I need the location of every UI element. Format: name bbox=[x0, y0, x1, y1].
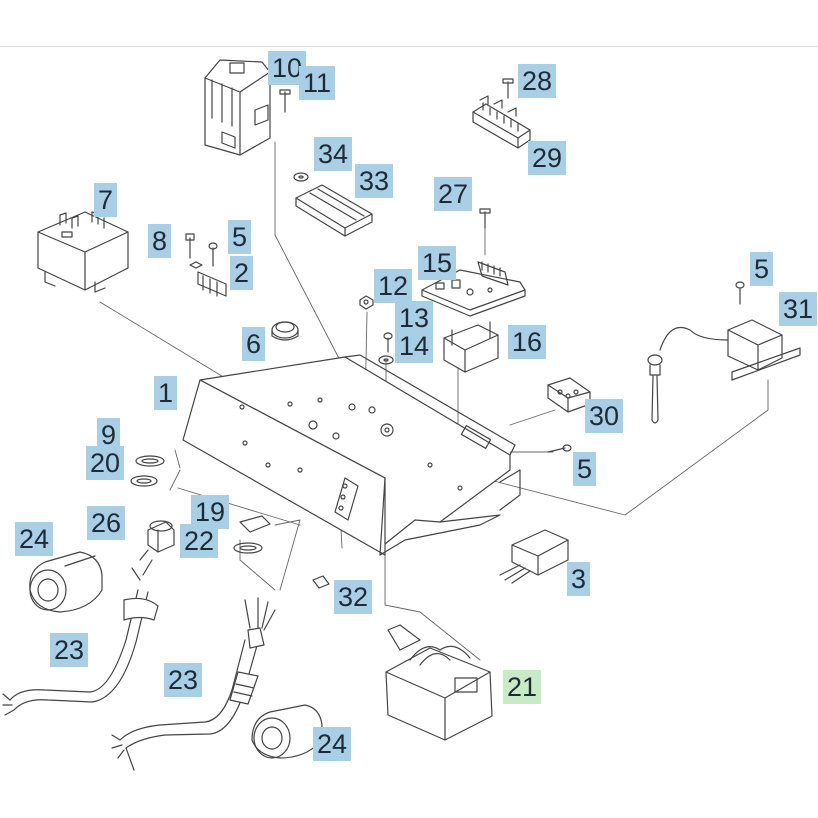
label-part-13: 13 bbox=[395, 301, 434, 335]
bushing-part-32 bbox=[312, 575, 330, 589]
label-part-32: 32 bbox=[334, 580, 373, 614]
screw-part-27 bbox=[479, 208, 491, 229]
cable-part-23b bbox=[111, 597, 276, 771]
nut-part-12 bbox=[359, 295, 374, 310]
label-part-24a: 24 bbox=[15, 522, 54, 556]
base-plate-part-1 bbox=[182, 354, 521, 556]
label-part-3: 3 bbox=[567, 562, 591, 596]
washer-part-34 bbox=[293, 172, 309, 182]
plug-part-24b bbox=[251, 704, 323, 759]
terminal-block-part-30 bbox=[547, 377, 591, 413]
screw-part-5c bbox=[547, 444, 572, 453]
label-part-24b: 24 bbox=[313, 727, 352, 761]
screw-part-13 bbox=[383, 332, 393, 353]
label-part-2: 2 bbox=[230, 256, 254, 290]
label-part-23a: 23 bbox=[50, 633, 89, 667]
label-part-14: 14 bbox=[395, 329, 434, 363]
leader-lines bbox=[99, 141, 769, 661]
label-part-22: 22 bbox=[180, 524, 219, 558]
label-part-15: 15 bbox=[418, 246, 457, 280]
washer-part-14 bbox=[378, 355, 394, 365]
cable-gland-part-26 bbox=[147, 520, 175, 553]
bracket-part-33 bbox=[295, 184, 373, 237]
screw-part-8 bbox=[185, 233, 195, 259]
top-divider bbox=[0, 46, 818, 47]
label-part-5b: 5 bbox=[750, 252, 774, 286]
screw-part-5b bbox=[735, 281, 745, 305]
label-part-21: 21 bbox=[503, 670, 542, 704]
seal-part-20 bbox=[130, 475, 158, 487]
label-part-10: 10 bbox=[268, 51, 307, 85]
contactor-part-10 bbox=[204, 59, 271, 156]
card-holder-part-16 bbox=[443, 321, 499, 373]
label-part-7: 7 bbox=[94, 183, 118, 217]
grommet-part-6 bbox=[271, 321, 299, 341]
label-part-9: 9 bbox=[97, 418, 121, 452]
label-part-29: 29 bbox=[528, 141, 567, 175]
ignition-transformer-part-21 bbox=[385, 624, 493, 741]
plug-part-24a bbox=[29, 551, 103, 613]
screw-part-5a bbox=[208, 242, 218, 267]
label-part-5c: 5 bbox=[573, 452, 597, 486]
label-part-19: 19 bbox=[191, 495, 230, 529]
label-part-27: 27 bbox=[434, 177, 473, 211]
terminal-strip-part-29 bbox=[472, 95, 531, 149]
label-part-1: 1 bbox=[154, 376, 178, 410]
screw-part-11 bbox=[279, 89, 291, 113]
seal-part-22 bbox=[233, 542, 263, 554]
filter-part-3 bbox=[499, 529, 569, 584]
label-part-20: 20 bbox=[86, 446, 125, 480]
label-part-31: 31 bbox=[779, 292, 818, 326]
seal-part-9 bbox=[135, 455, 165, 467]
cable-part-23a bbox=[2, 549, 159, 716]
label-part-23b: 23 bbox=[164, 663, 203, 697]
screw-part-28 bbox=[502, 78, 514, 99]
label-part-5a: 5 bbox=[228, 220, 252, 254]
terminal-part-2 bbox=[189, 261, 227, 297]
thermostat-part-31 bbox=[647, 319, 801, 424]
label-part-30: 30 bbox=[585, 399, 624, 433]
clip-part-19 bbox=[239, 515, 271, 533]
label-part-11: 11 bbox=[299, 66, 336, 100]
label-part-26: 26 bbox=[87, 506, 126, 540]
label-part-12: 12 bbox=[374, 269, 413, 303]
label-part-6: 6 bbox=[242, 327, 266, 361]
label-part-34: 34 bbox=[314, 137, 353, 171]
timer-relay-part-7 bbox=[37, 211, 129, 293]
label-part-28: 28 bbox=[518, 64, 557, 98]
label-part-16: 16 bbox=[508, 325, 547, 359]
label-part-8: 8 bbox=[148, 224, 172, 258]
label-part-33: 33 bbox=[355, 164, 394, 198]
